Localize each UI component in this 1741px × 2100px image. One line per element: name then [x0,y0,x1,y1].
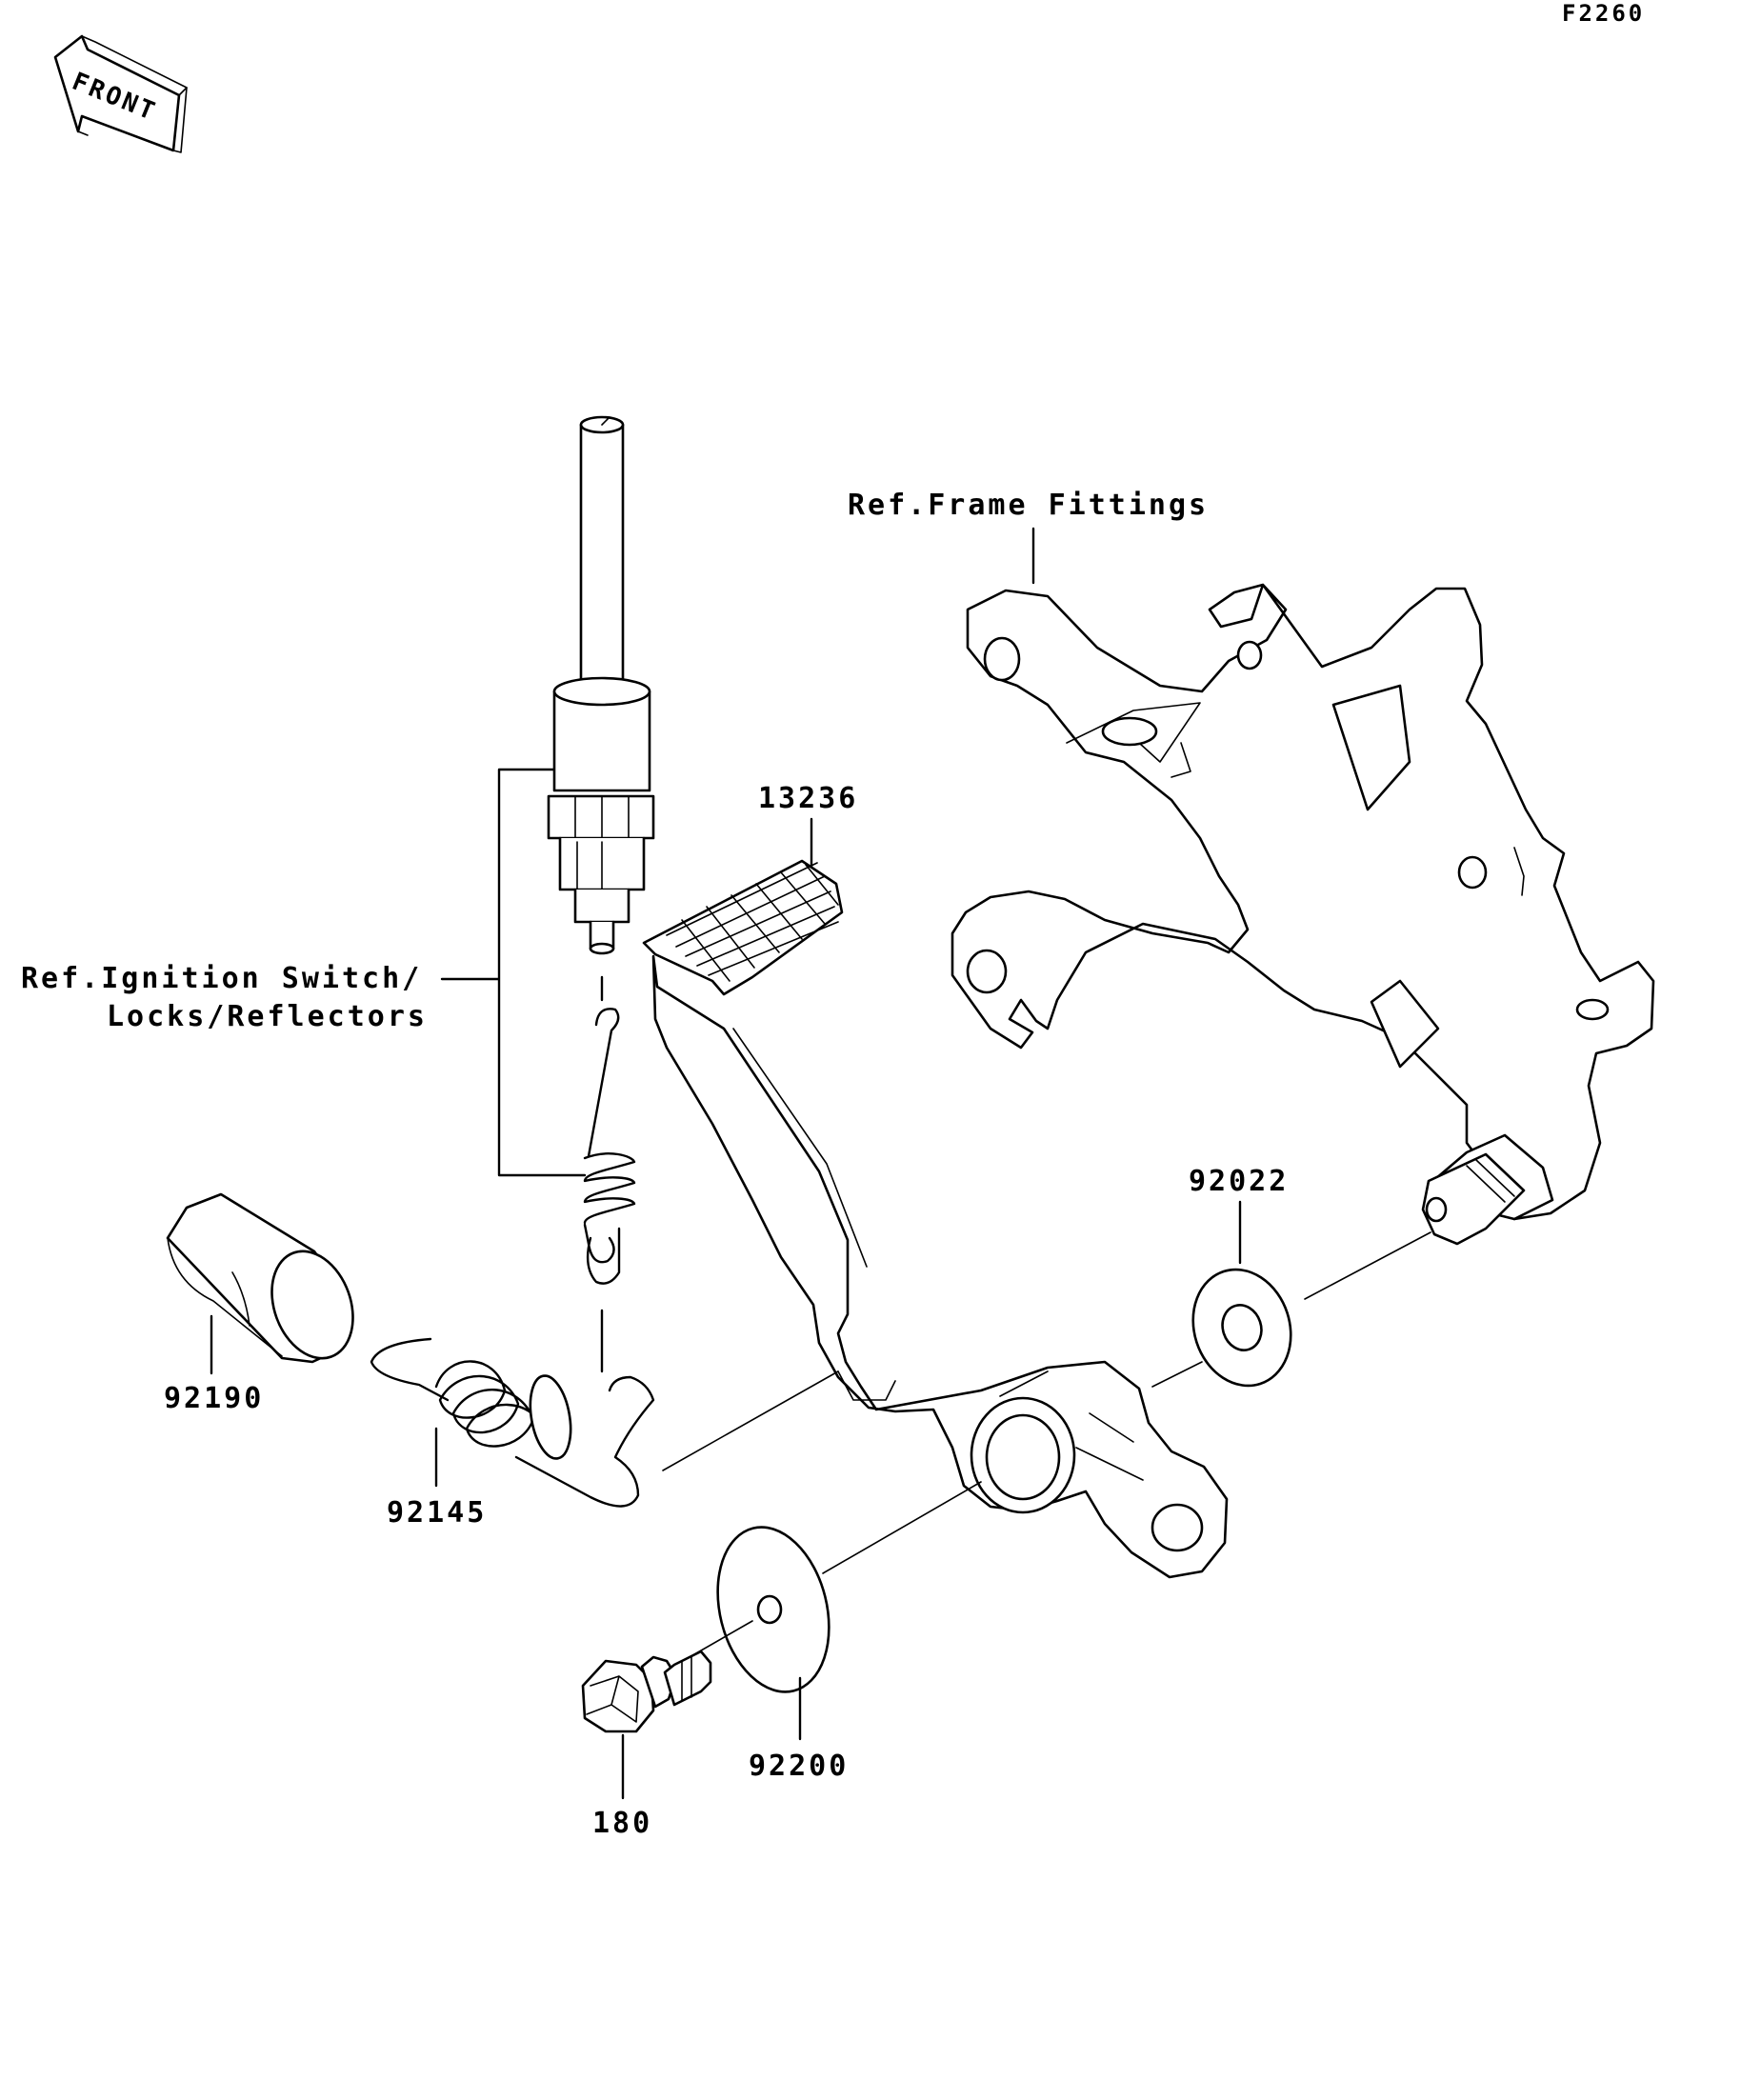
callout-92190: 92190 [164,1382,264,1415]
callout-92200: 92200 [749,1750,849,1783]
pedal-pad [642,859,844,996]
callout-180: 180 [592,1807,652,1840]
frame-fittings-bracket [951,583,1655,1246]
diagram-id: F2260 [1562,0,1645,27]
assembly-line-spring [662,1370,839,1471]
washer-92022 [1191,1268,1292,1388]
assembly-line-92022 [1151,1231,1431,1388]
washer-plate-92200 [716,1526,830,1693]
spring-92145 [370,1337,655,1508]
ref-ignition-label-line1: Ref.Ignition Switch/ [21,962,422,995]
front-arrow-icon: FRONT [53,34,188,153]
ref-ignition-label-line2: Locks/Reflectors [107,1000,428,1033]
collar-92190 [166,1192,354,1364]
brake-light-switch [547,415,655,955]
brake-pedal-arm [651,954,1229,1579]
bolt-180 [581,1650,712,1733]
callout-13236: 13236 [758,782,858,815]
switch-spring [583,975,636,1373]
callout-92022: 92022 [1189,1165,1289,1198]
ref-frame-fittings-label: Ref.Frame Fittings [848,489,1209,522]
ref-ignition-bracket [440,768,587,1177]
callout-92145: 92145 [387,1496,487,1530]
